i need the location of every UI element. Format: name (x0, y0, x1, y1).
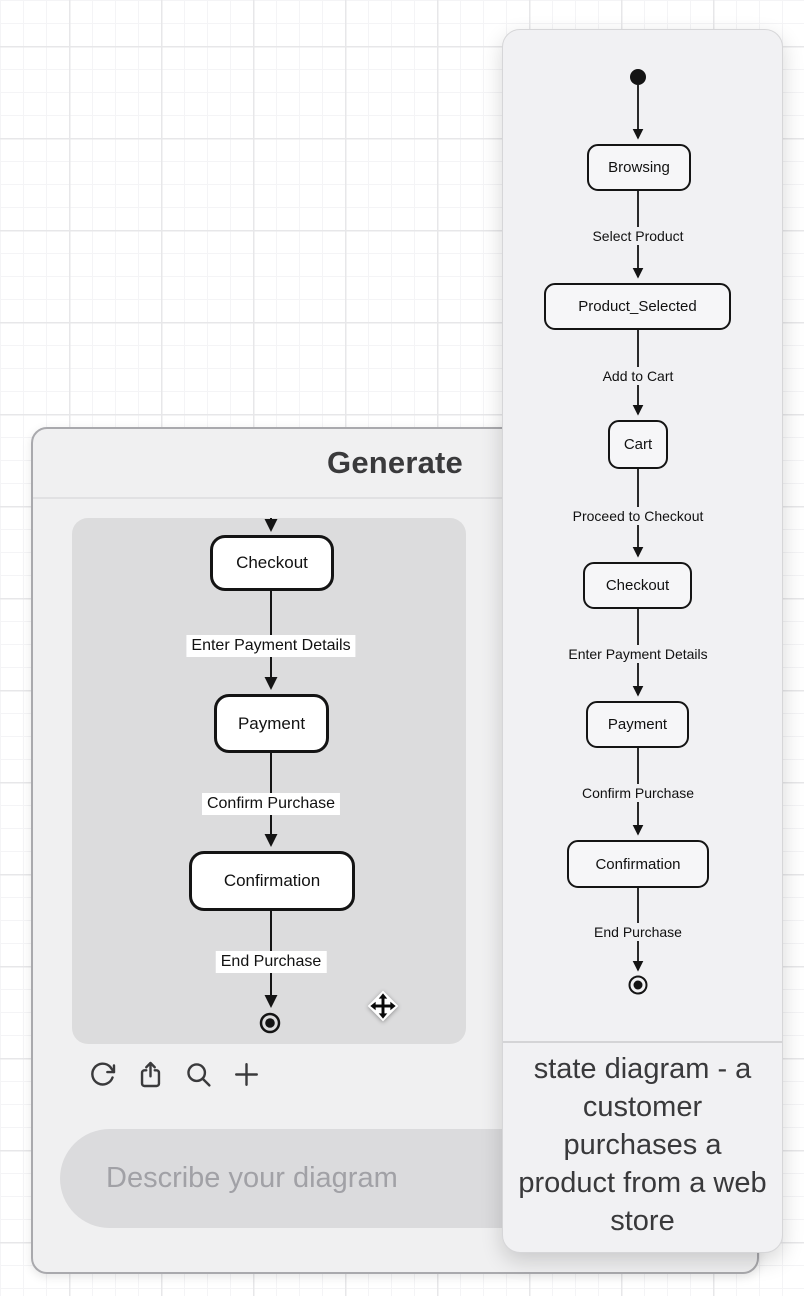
share-icon (140, 1061, 160, 1087)
state-node-label: Cart (623, 436, 653, 453)
add-button[interactable] (229, 1057, 263, 1091)
edge-label-end-purchase: End Purchase (590, 923, 686, 941)
edge-label-add-to-cart: Add to Cart (598, 367, 678, 385)
state-node-product-selected[interactable]: Product_Selected (544, 283, 731, 330)
state-node-label: Confirmation (223, 871, 321, 890)
zoom-button[interactable] (181, 1057, 215, 1091)
diagram-preview-canvas[interactable]: Checkout Enter Payment Details Payment C… (72, 518, 466, 1044)
edge-label-select-product: Select Product (588, 227, 688, 245)
state-node-cart[interactable]: Cart (608, 420, 668, 469)
state-node-browsing[interactable]: Browsing (587, 144, 691, 191)
edge-label-confirm-purchase: Confirm Purchase (201, 793, 341, 815)
state-node-confirmation[interactable]: Confirmation (567, 840, 709, 888)
share-button[interactable] (133, 1057, 167, 1091)
edge-label-enter-payment-details: Enter Payment Details (186, 635, 356, 657)
generate-panel-header: Generate (33, 429, 757, 499)
edge-label-enter-payment-details: Enter Payment Details (564, 645, 712, 663)
refresh-button[interactable] (85, 1057, 119, 1091)
end-state-icon (628, 975, 648, 995)
state-node-label: Browsing (608, 159, 670, 176)
state-node-label: Confirmation (595, 855, 681, 873)
state-node-payment[interactable]: Payment (586, 701, 689, 748)
state-node-checkout[interactable]: Checkout (210, 535, 334, 591)
refresh-icon (90, 1061, 115, 1086)
move-cursor-icon (367, 990, 399, 1022)
state-node-payment[interactable]: Payment (214, 694, 329, 753)
generated-diagram-card[interactable]: Browsing Select Product Product_Selected… (502, 29, 783, 1253)
state-node-label: Payment (607, 716, 668, 733)
preview-toolbar (85, 1057, 263, 1091)
panel-title: Generate (327, 445, 463, 480)
state-node-checkout[interactable]: Checkout (583, 562, 692, 609)
state-node-label: Checkout (236, 553, 308, 572)
state-node-label: Product_Selected (578, 298, 697, 315)
card-divider (503, 1041, 782, 1043)
start-state-icon (630, 69, 646, 85)
edge-label-end-purchase: End Purchase (215, 951, 327, 973)
state-node-confirmation[interactable]: Confirmation (189, 851, 355, 911)
edge-label-confirm-purchase: Confirm Purchase (577, 784, 699, 802)
plus-icon (234, 1062, 258, 1086)
state-node-label: Payment (237, 713, 306, 733)
edge-label-proceed-to-checkout: Proceed to Checkout (568, 507, 708, 525)
search-icon (186, 1062, 211, 1087)
end-state-icon (259, 1012, 281, 1034)
state-diagram: Browsing Select Product Product_Selected… (503, 30, 782, 1041)
diagram-caption: state diagram - a customer purchases a p… (518, 1052, 767, 1237)
state-node-label: Checkout (605, 577, 670, 594)
